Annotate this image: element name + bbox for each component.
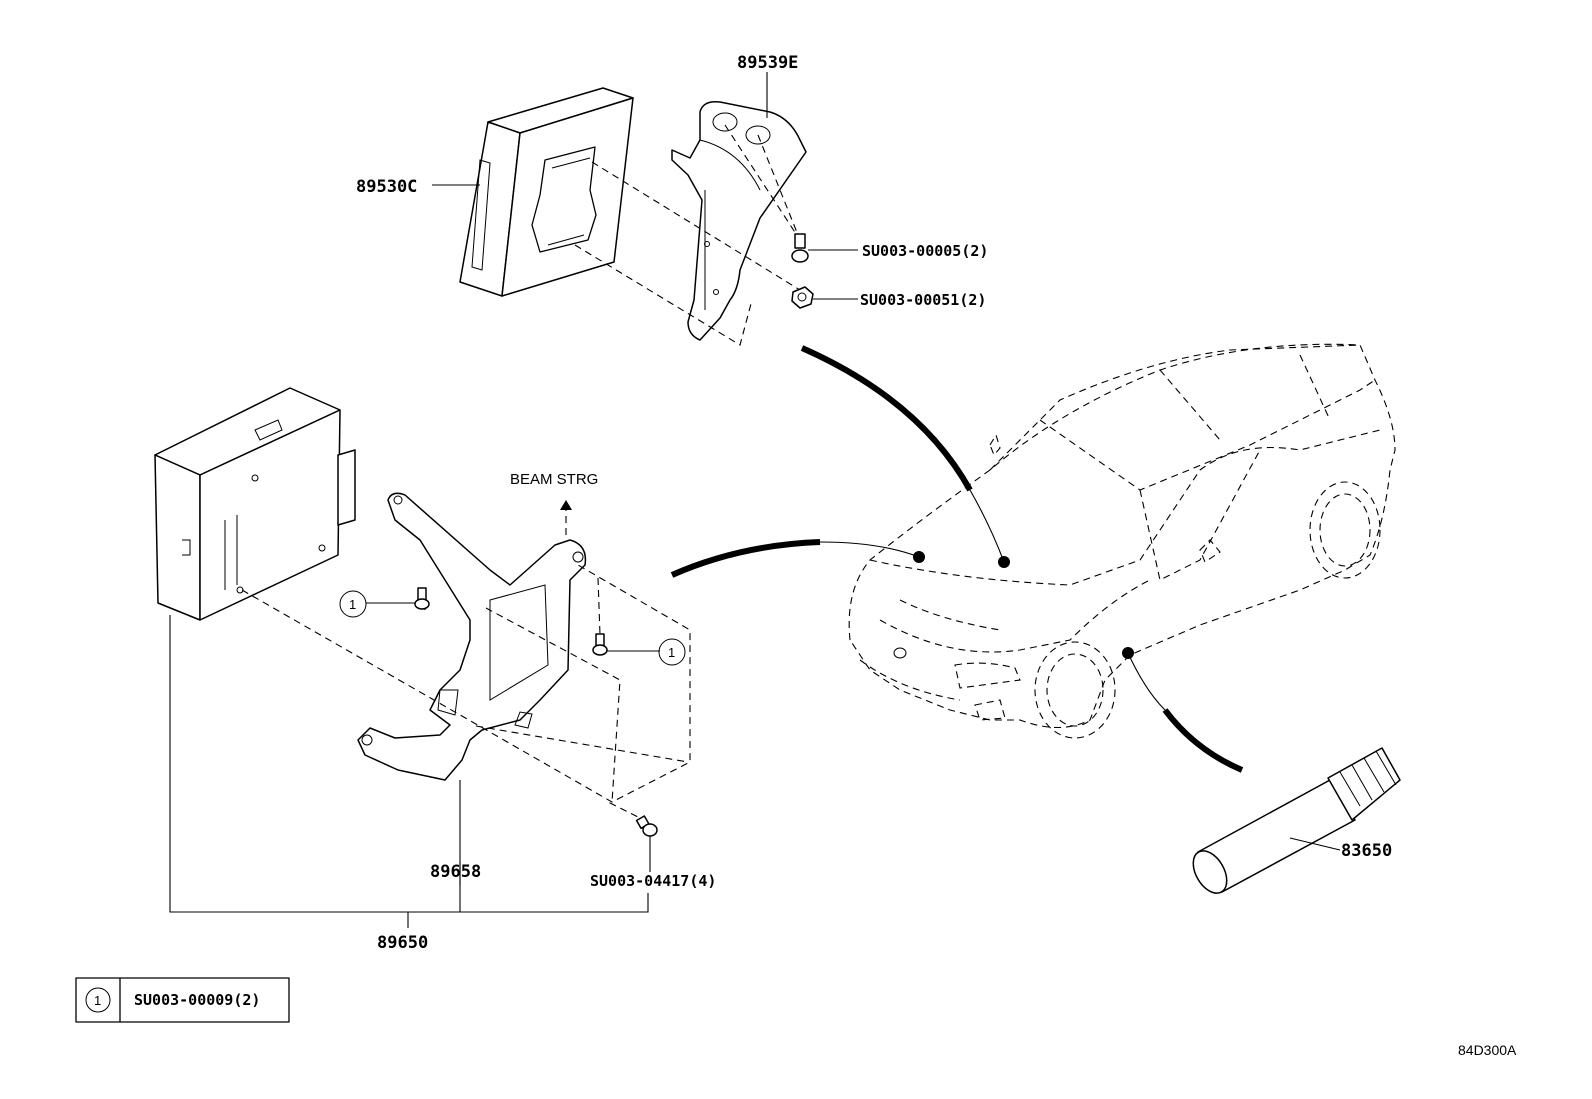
label-nut-upper: SU003-00051(2) — [860, 291, 986, 309]
upper-bracket[interactable] — [671, 100, 807, 341]
drawing-code: 84D300A — [1458, 1042, 1517, 1058]
svg-text:1: 1 — [349, 597, 356, 612]
label-beam-strg: BEAM STRG — [510, 471, 598, 488]
label-89530c: 89530C — [356, 177, 417, 197]
label-bolt-upper: SU003-00005(2) — [862, 242, 988, 260]
pointer-arc-upper — [800, 345, 973, 492]
upper-ecu[interactable] — [459, 87, 634, 297]
pointer-arc-lower — [670, 539, 821, 578]
legend-number: 1 — [94, 993, 101, 1008]
label-89650: 89650 — [377, 933, 428, 953]
legend-part: SU003-00009(2) — [134, 991, 260, 1009]
pointer-arc-sensor — [1162, 708, 1244, 773]
bolt-upper[interactable] — [791, 233, 809, 263]
bolt-lower-bottom[interactable] — [635, 815, 658, 837]
label-bolt-lower: SU003-04417(4) — [590, 872, 716, 890]
svg-text:1: 1 — [668, 645, 675, 660]
lower-bracket[interactable] — [357, 492, 587, 781]
legend-box: 1 SU003-00009(2) — [75, 977, 290, 1023]
callout-1-left: 1 — [339, 590, 367, 618]
car-outline — [848, 343, 1396, 739]
bolt-lower-left[interactable] — [414, 587, 430, 610]
label-89539e: 89539E — [737, 53, 798, 73]
sensor[interactable] — [1186, 747, 1401, 899]
callout-1-right: 1 — [658, 638, 686, 666]
label-89658: 89658 — [430, 862, 481, 882]
bolt-lower-right[interactable] — [592, 633, 608, 656]
nut-upper[interactable] — [791, 286, 814, 309]
lower-ecu[interactable] — [154, 387, 356, 621]
label-83650: 83650 — [1341, 841, 1392, 861]
